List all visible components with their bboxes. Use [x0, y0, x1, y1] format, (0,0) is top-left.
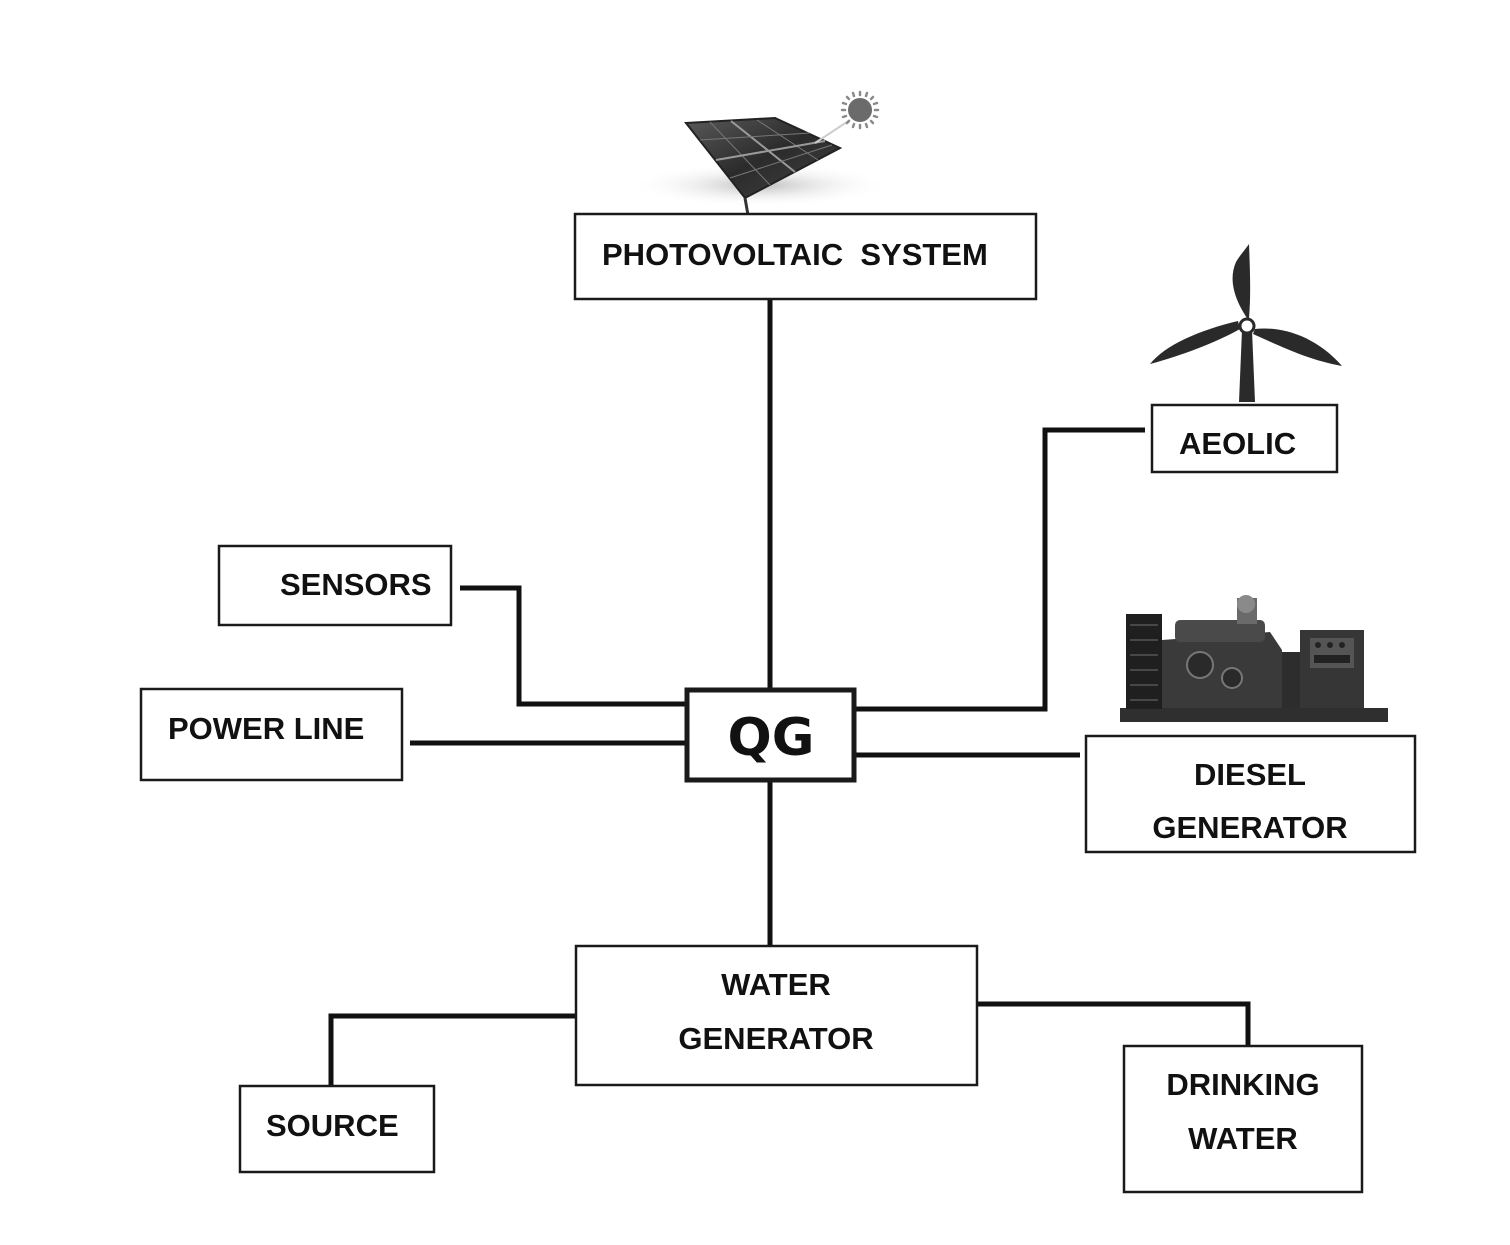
diesel-label-line1: DIESEL — [1194, 757, 1306, 792]
aeolic-box — [1150, 403, 1339, 474]
wire-sensors-qg — [460, 585, 688, 707]
wire-watergen-drinking — [977, 1001, 1251, 1046]
diesel-generator-icon — [1120, 595, 1388, 722]
node-source: SOURCE — [238, 1084, 436, 1174]
source-box — [238, 1084, 436, 1174]
power-line-label: POWER LINE — [168, 711, 364, 746]
photovoltaic-label: PHOTOVOLTAIC SYSTEM — [602, 237, 988, 272]
photovoltaic-box — [573, 212, 1038, 301]
water-generator-label-line1: WATER — [721, 967, 831, 1002]
source-label: SOURCE — [266, 1108, 399, 1143]
drinking-water-label-line2: WATER — [1188, 1121, 1298, 1156]
diesel-generator-box — [1084, 734, 1417, 854]
node-power-line: POWER LINE — [139, 687, 404, 782]
node-qg: QG — [684, 687, 857, 783]
power-line-box — [139, 687, 404, 782]
diesel-generator-label-clip: DIESEL GENERATOR — [1152, 757, 1347, 845]
drinking-water-box — [1122, 1044, 1364, 1194]
wire-aeolic-qg — [855, 427, 1145, 712]
sensors-label: SENSORS — [280, 567, 432, 602]
node-water-generator: WATER GENERATOR — [574, 944, 979, 1087]
solar-panel-icon — [630, 90, 890, 216]
wire-source-watergen — [328, 1013, 576, 1085]
connections — [328, 300, 1251, 1085]
node-aeolic: AEOLIC — [1150, 403, 1339, 474]
wind-turbine-icon — [1150, 244, 1342, 402]
qg-box — [684, 687, 857, 783]
node-sensors: SENSORS — [217, 544, 453, 627]
drinking-water-label-line1: DRINKING — [1166, 1067, 1319, 1102]
water-generator-label-line2: GENERATOR — [678, 1021, 873, 1056]
node-diesel-generator: DIESEL GENERATOR — [1084, 734, 1417, 854]
node-drinking-water: DRINKING WATER — [1122, 1044, 1364, 1194]
water-generator-box — [574, 944, 979, 1087]
qg-label: QG — [728, 708, 815, 768]
node-photovoltaic: PHOTOVOLTAIC SYSTEM — [573, 212, 1038, 301]
aeolic-label: AEOLIC — [1179, 426, 1296, 461]
sensors-box — [217, 544, 453, 627]
diesel-label-line2: GENERATOR — [1152, 810, 1347, 845]
